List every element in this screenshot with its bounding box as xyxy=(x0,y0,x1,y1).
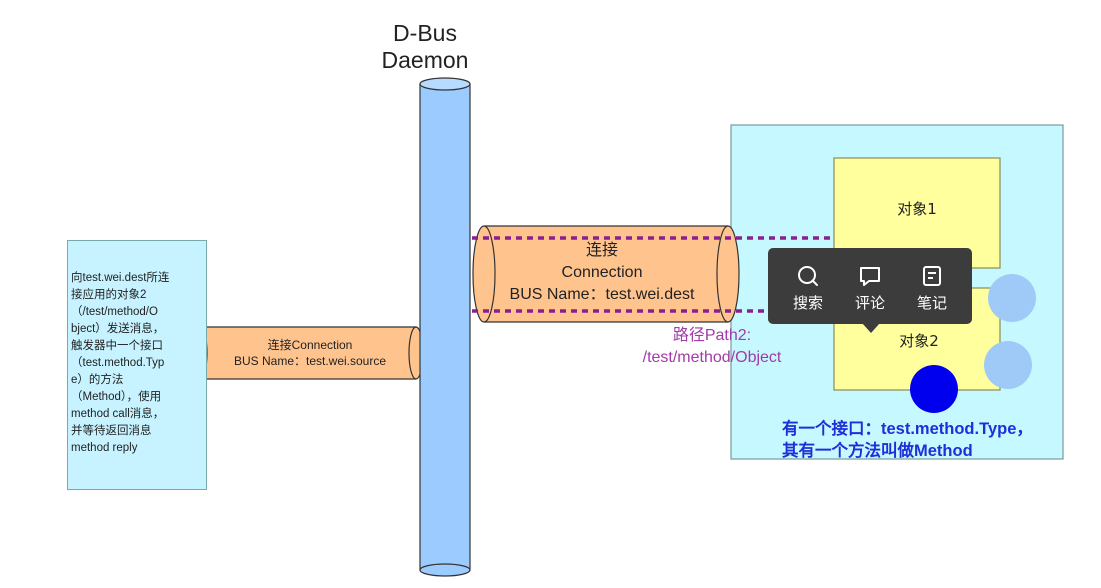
connection-left-busname: BUS Name：test.wei.source xyxy=(233,354,387,368)
comment-icon xyxy=(860,267,880,286)
search-button[interactable]: 搜索 xyxy=(776,248,840,324)
left-note-line: 接应用的对象2 xyxy=(71,289,147,301)
path-label-title: 路径Path2: xyxy=(672,327,752,344)
left-note-line: 触发器中一个接口 xyxy=(71,340,163,352)
interface-note-line1: 有一个接口：test.method.Type， xyxy=(782,420,1033,438)
connection-left-label: 连接Connection BUS Name：test.wei.source xyxy=(205,337,415,369)
note-icon xyxy=(923,266,941,286)
daemon-title-line2: Daemon xyxy=(381,47,469,73)
search-label: 搜索 xyxy=(792,294,823,312)
method-circle-lower xyxy=(984,341,1032,389)
connection-right-title-cn: 连接 xyxy=(585,242,618,259)
left-note-line: 向test.wei.dest所连 xyxy=(71,272,170,284)
dbus-daemon-bus xyxy=(419,77,471,577)
path-label-value: /test/method/Object xyxy=(642,349,782,366)
left-note-line: method call消息， xyxy=(71,408,165,420)
object-2-label: 对象2 xyxy=(899,332,939,350)
search-icon xyxy=(798,266,818,286)
connection-right-busname: BUS Name：test.wei.dest xyxy=(509,286,695,303)
comment-label: 评论 xyxy=(854,294,885,312)
interface-note: 有一个接口：test.method.Type， 其有一个方法叫做Method xyxy=(782,418,1033,462)
left-note-box xyxy=(67,240,207,490)
daemon-title-line1: D-Bus xyxy=(393,20,457,46)
left-note-line: 并等待返回消息 xyxy=(71,425,152,437)
left-note-text: 向test.wei.dest所连 接应用的对象2 （/test/method/O… xyxy=(71,270,205,457)
selection-popup-toolbar: 搜索 评论 笔记 xyxy=(768,248,972,324)
interface-circle xyxy=(910,365,958,413)
connection-right-pipe xyxy=(472,225,740,323)
note-button[interactable]: 笔记 xyxy=(900,248,964,324)
left-note-line: （Method），使用 xyxy=(71,391,162,403)
left-note-line: （/test/method/O xyxy=(71,306,158,318)
object-1-label: 对象1 xyxy=(897,200,937,218)
left-note-line: e）的方法 xyxy=(71,374,124,386)
method-circle-upper xyxy=(988,274,1036,322)
popup-pointer xyxy=(862,323,880,333)
left-note-line: bject）发送消息， xyxy=(71,323,165,335)
connection-right-label: 连接 Connection BUS Name：test.wei.dest xyxy=(482,240,722,306)
left-note-line: method reply xyxy=(71,442,138,454)
comment-button[interactable]: 评论 xyxy=(838,248,902,324)
connection-right-title-en: Connection xyxy=(561,264,643,281)
path-label: 路径Path2: /test/method/Object xyxy=(612,325,812,369)
connection-left-title: 连接Connection xyxy=(267,338,353,352)
left-note-line: （test.method.Typ xyxy=(71,357,165,369)
daemon-title: D-Bus Daemon xyxy=(360,20,490,74)
interface-note-line2: 其有一个方法叫做Method xyxy=(782,442,973,460)
note-label: 笔记 xyxy=(916,294,947,312)
